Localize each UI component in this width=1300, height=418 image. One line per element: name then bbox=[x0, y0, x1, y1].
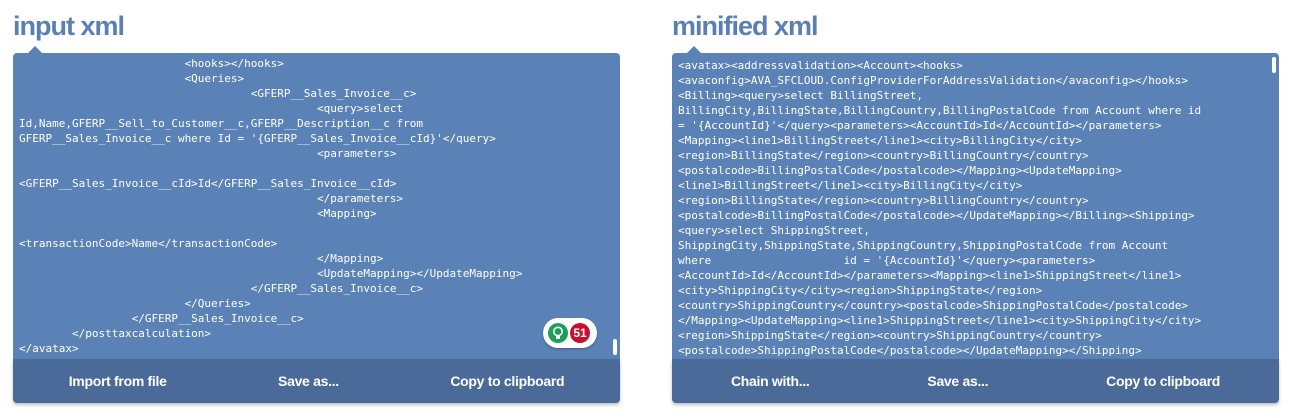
minified-xml-editor[interactable]: <avatax><addressvalidation><Account><hoo… bbox=[672, 53, 1279, 359]
input-xml-editor[interactable]: <hooks></hooks> <Queries> <GFERP__Sales_… bbox=[13, 53, 620, 359]
input-xml-code[interactable]: <hooks></hooks> <Queries> <GFERP__Sales_… bbox=[19, 57, 523, 355]
chain-with-button[interactable]: Chain with... bbox=[730, 373, 810, 389]
output-scrollbar-thumb[interactable] bbox=[1272, 57, 1276, 73]
lightbulb-icon bbox=[548, 323, 568, 343]
title-notch bbox=[686, 46, 702, 54]
minified-xml-title: minified xml bbox=[672, 11, 819, 41]
input-xml-panel: input xml <hooks></hooks> <Queries> <GFE… bbox=[13, 0, 620, 418]
minified-xml-panel: minified xml <avatax><addressvalidation>… bbox=[672, 0, 1279, 418]
input-xml-title: input xml bbox=[13, 11, 125, 41]
suggestion-badge[interactable]: 51 bbox=[543, 318, 597, 348]
copy-to-clipboard-button[interactable]: Copy to clipboard bbox=[1106, 373, 1221, 389]
input-scrollbar-thumb[interactable] bbox=[613, 339, 617, 355]
save-as-button[interactable]: Save as... bbox=[927, 373, 989, 389]
suggestion-count: 51 bbox=[570, 323, 590, 343]
title-notch bbox=[27, 46, 43, 54]
input-toolbar: Import from file Save as... Copy to clip… bbox=[13, 359, 620, 403]
copy-to-clipboard-button[interactable]: Copy to clipboard bbox=[450, 373, 565, 389]
save-as-button[interactable]: Save as... bbox=[278, 373, 339, 389]
output-toolbar: Chain with... Save as... Copy to clipboa… bbox=[672, 359, 1279, 403]
minified-xml-code[interactable]: <avatax><addressvalidation><Account><hoo… bbox=[678, 59, 1202, 357]
import-from-file-button[interactable]: Import from file bbox=[68, 373, 167, 389]
